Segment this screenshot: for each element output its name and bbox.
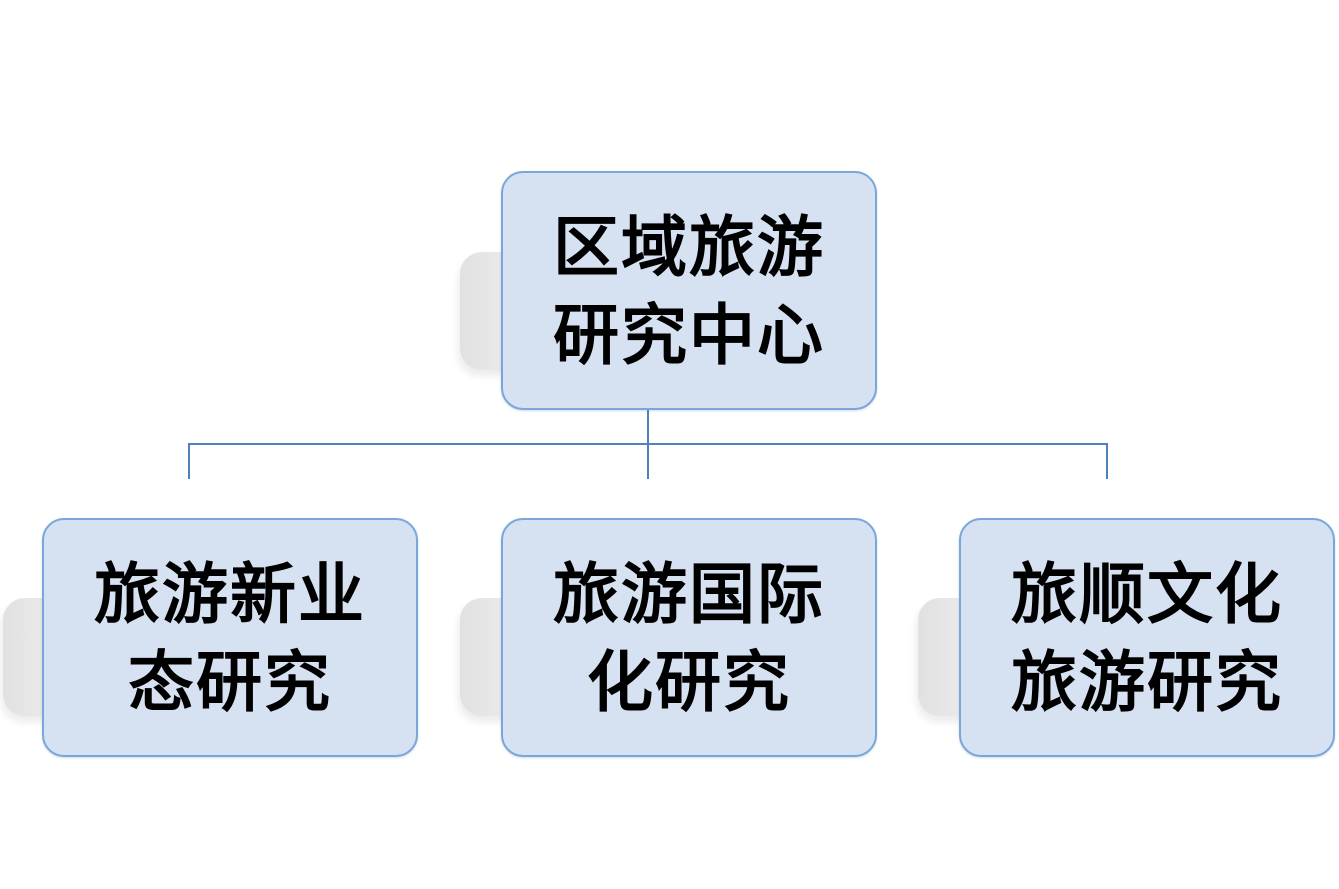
child-node-3-label: 旅顺文化 旅游研究 xyxy=(1011,550,1283,726)
child-node-1-line-2: 态研究 xyxy=(128,642,332,721)
child-node-1-line-1: 旅游新业 xyxy=(94,554,366,633)
child-node-3: 旅顺文化 旅游研究 xyxy=(959,518,1335,757)
root-node-label: 区域旅游 研究中心 xyxy=(553,203,825,379)
connector-root-stem xyxy=(647,370,649,479)
child-node-2-label: 旅游国际 化研究 xyxy=(553,550,825,726)
child-node-1: 旅游新业 态研究 xyxy=(42,518,418,757)
root-node-line-1: 区域旅游 xyxy=(553,207,825,286)
root-node: 区域旅游 研究中心 xyxy=(501,171,877,410)
child-node-3-line-1: 旅顺文化 xyxy=(1011,554,1283,633)
connector-right-drop xyxy=(1106,443,1108,479)
child-node-3-line-2: 旅游研究 xyxy=(1011,642,1283,721)
child-node-2-line-1: 旅游国际 xyxy=(553,554,825,633)
child-node-1-label: 旅游新业 态研究 xyxy=(94,550,366,726)
connector-horizontal-bar xyxy=(188,443,1108,445)
child-node-2-line-2: 化研究 xyxy=(587,642,791,721)
root-node-line-2: 研究中心 xyxy=(553,295,825,374)
child-node-2: 旅游国际 化研究 xyxy=(501,518,877,757)
connector-left-drop xyxy=(188,443,190,479)
